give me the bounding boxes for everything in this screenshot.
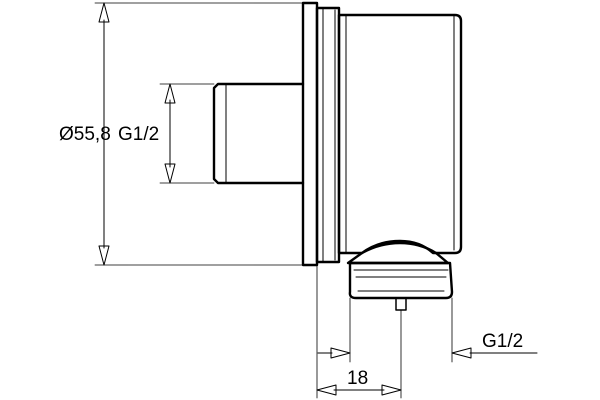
outlet-nut bbox=[348, 261, 454, 300]
arrow-head-right bbox=[381, 384, 402, 396]
cylinder-body bbox=[337, 13, 463, 255]
arrow-head-left bbox=[316, 384, 337, 396]
outer-diameter-label: Ø55,8 bbox=[59, 124, 111, 145]
outlet-length-label: 18 bbox=[347, 368, 368, 389]
housing-body bbox=[301, 1, 463, 267]
outlet-connector bbox=[346, 241, 454, 311]
arrow-head-right bbox=[451, 347, 472, 359]
dimension-outlet-length: 18 bbox=[316, 264, 402, 399]
inlet-thread-label: G1/2 bbox=[118, 124, 159, 145]
rosette-ring bbox=[315, 6, 341, 264]
outlet-pin bbox=[395, 297, 407, 311]
inlet-nipple bbox=[212, 82, 305, 185]
outlet-thread-label: G1/2 bbox=[482, 331, 523, 352]
dimension-inlet-thread: G1/2 bbox=[118, 83, 215, 184]
inlet-connector bbox=[212, 82, 305, 185]
dimension-outlet-thread: G1/2 bbox=[317, 297, 538, 363]
arrow-head-top bbox=[98, 2, 110, 23]
dimension-outer-diameter: Ø55,8 bbox=[59, 2, 304, 266]
outlet-collar bbox=[346, 241, 450, 265]
arrow-head-bottom bbox=[164, 163, 176, 184]
arrow-head-left bbox=[330, 347, 351, 359]
wall-flange bbox=[301, 1, 319, 267]
arrow-head-bottom bbox=[98, 245, 110, 266]
arrow-head-top bbox=[164, 83, 176, 104]
